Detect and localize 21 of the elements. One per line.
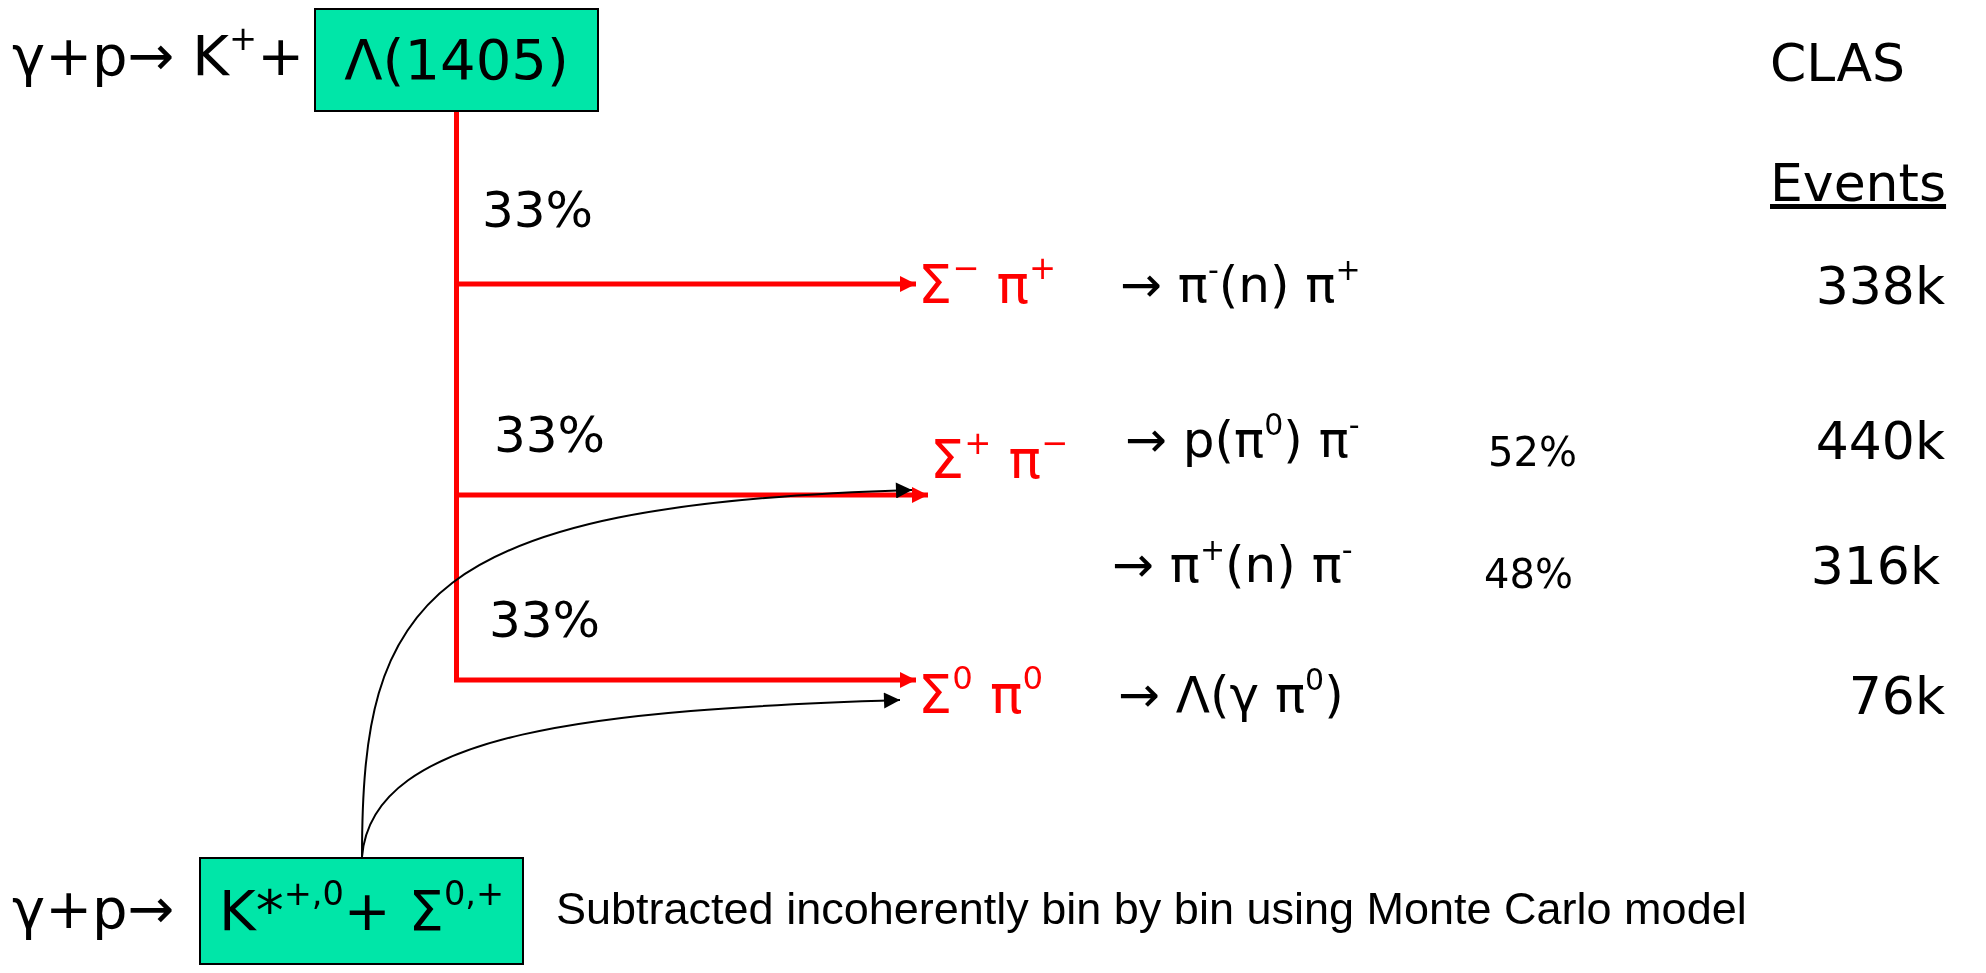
decay-text: 76k <box>1848 665 1945 728</box>
decay-text: 52% <box>1488 428 1577 476</box>
particle-box: K*$^{+,0}$+ Σ$^{0,+}$ <box>199 857 524 965</box>
decay-text: → π$^{-}$(n) π$^{+}$ <box>1120 255 1361 315</box>
particle-label: Σ$^{+}$ π$^{−}$ <box>930 420 1069 500</box>
reaction-text: γ+p→ K$^{+}$+ <box>12 22 305 90</box>
decay-text: CLAS <box>1770 32 1906 95</box>
particle-label: Σ$^{0}$ π$^{0}$ <box>918 655 1044 735</box>
decay-text: 440k <box>1815 410 1945 473</box>
arrow <box>361 692 901 858</box>
decay-text: → π$^{+}$(n) π$^{-}$ <box>1112 535 1353 595</box>
decay-text: 316k <box>1810 535 1940 598</box>
decay-text: 338k <box>1815 255 1945 318</box>
decay-text: → p(π$^{0}$) π$^{-}$ <box>1125 410 1360 470</box>
decay-text: → Λ(γ π$^{0}$) <box>1118 665 1344 725</box>
particle-label: Σ$^{−}$ π$^{+}$ <box>918 245 1057 325</box>
particle-box: Λ(1405) <box>314 8 599 112</box>
reaction-text: γ+p→ <box>12 875 175 943</box>
column-heading: Events <box>1770 152 1947 215</box>
decay-text: 48% <box>1484 550 1573 598</box>
caption: Subtracted incoherently bin by bin using Monte Carlo model <box>556 882 1747 936</box>
